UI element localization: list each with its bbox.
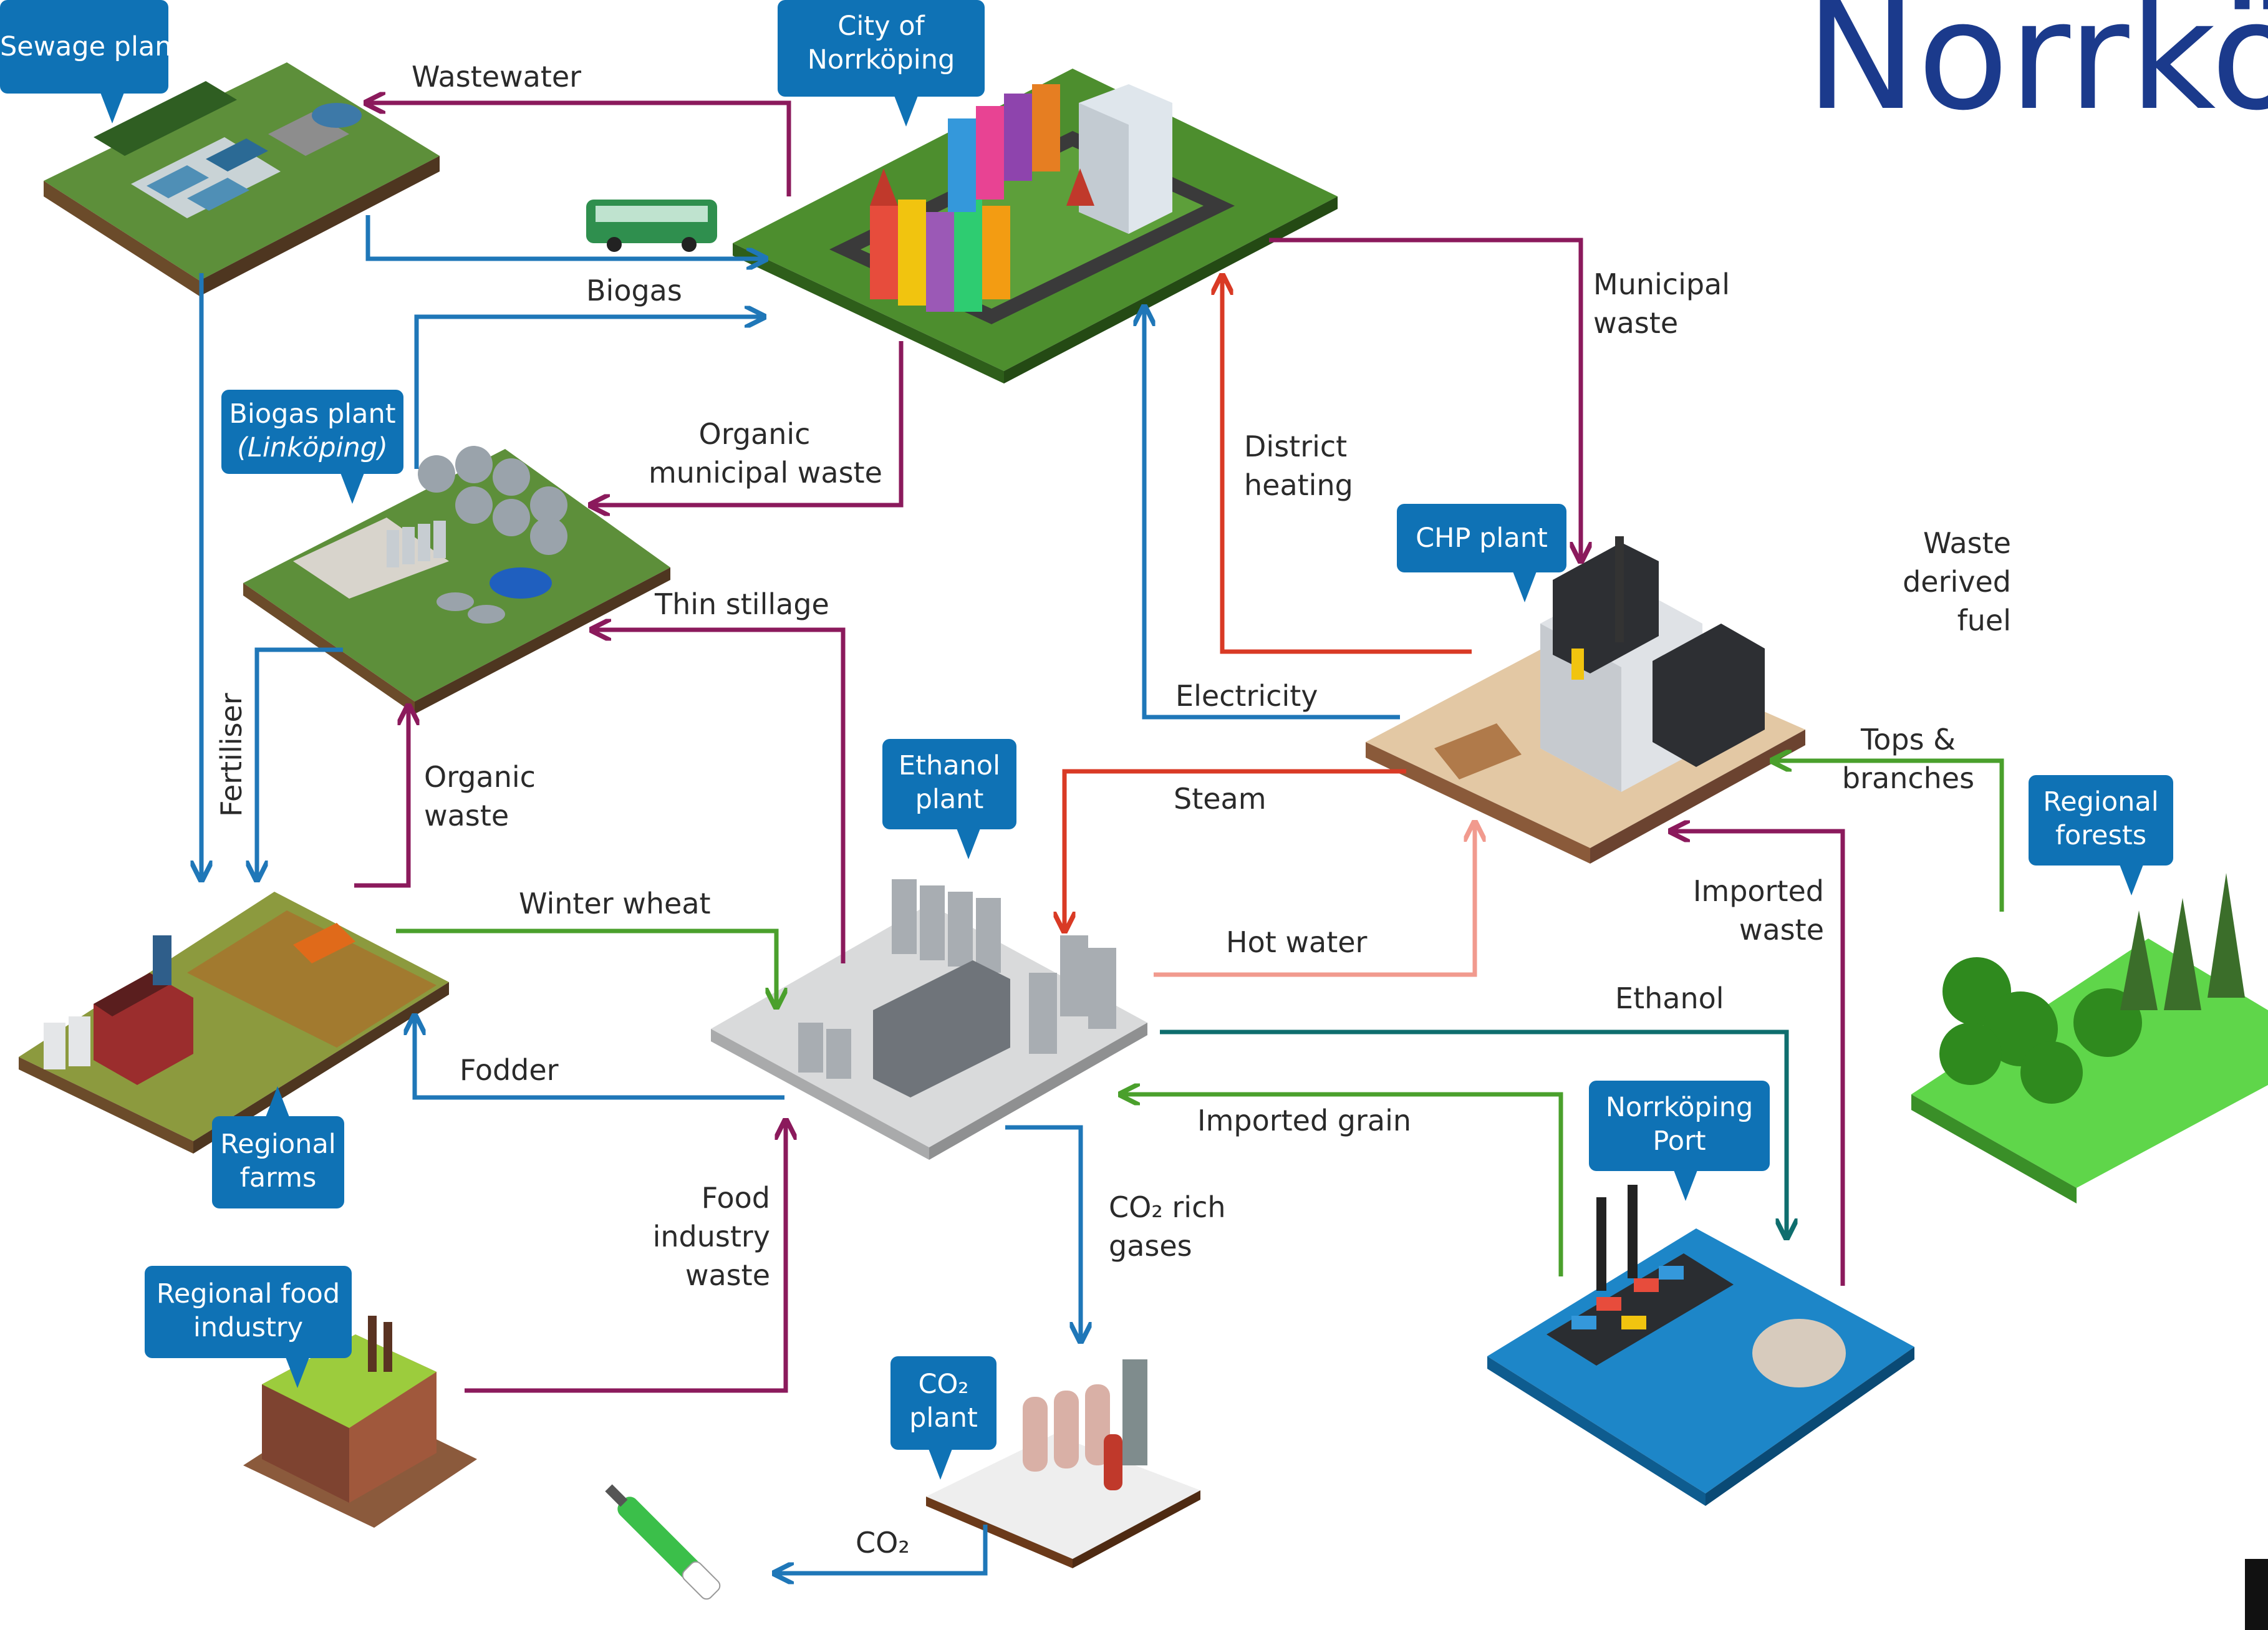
co2-plant-illustration bbox=[926, 1359, 1200, 1568]
flow-fodder bbox=[415, 1018, 784, 1100]
co2-bottle-illustration bbox=[605, 1484, 721, 1600]
label-district-heating: District heating bbox=[1244, 430, 1353, 502]
callout-ethanol-plant: Ethanol plant bbox=[882, 739, 1016, 859]
flow-electricity bbox=[1144, 309, 1400, 720]
label-municipal-waste: Municipal waste bbox=[1593, 268, 1730, 340]
sewage-plant-illustration bbox=[44, 62, 440, 296]
label-imported-grain: Imported grain bbox=[1197, 1104, 1412, 1137]
flow-thin-stillage bbox=[594, 630, 846, 963]
callout-chp-plant: CHP plant bbox=[1397, 504, 1566, 602]
label-hot-water: Hot water bbox=[1226, 925, 1368, 959]
callout-regional-farms: Regional farms bbox=[212, 1086, 344, 1208]
callout-sewage-plant: Sewage plant bbox=[0, 0, 182, 123]
flow-imported-waste bbox=[1672, 831, 1845, 1286]
flow-biogas bbox=[414, 317, 762, 469]
label-electricity: Electricity bbox=[1175, 679, 1318, 713]
flow-co2-rich-gases bbox=[1005, 1125, 1081, 1339]
city-illustration bbox=[733, 69, 1338, 383]
biogas-plant-illustration bbox=[243, 446, 670, 714]
callout-city: City of Norrköping bbox=[778, 0, 985, 127]
label-thin-stillage: Thin stillage bbox=[655, 587, 829, 621]
flow-co2 bbox=[776, 1525, 988, 1573]
label-organic-waste: Organic waste bbox=[424, 760, 536, 832]
flow-biogas-to-farms bbox=[257, 647, 343, 878]
label-co2-rich-gases: CO₂ rich gases bbox=[1109, 1190, 1226, 1263]
label-co2: CO₂ bbox=[856, 1526, 910, 1560]
page-title: Norrköp bbox=[1805, 0, 2268, 143]
flow-organic-municipal-waste bbox=[592, 341, 904, 505]
regional-farms-illustration bbox=[19, 892, 449, 1154]
bus-illustration bbox=[586, 200, 717, 252]
callout-co2-plant: CO₂ plant bbox=[890, 1356, 996, 1480]
label-biogas: Biogas bbox=[586, 274, 682, 307]
flow-ethanol bbox=[1160, 1030, 1787, 1236]
label-fertiliser: Fertiliser bbox=[215, 693, 248, 817]
flow-imported-grain bbox=[1122, 1094, 1563, 1276]
flow-winter-wheat bbox=[396, 928, 776, 1005]
callout-norrkoping-port: Norrköping Port bbox=[1589, 1081, 1770, 1201]
flow-wastewater bbox=[368, 103, 791, 196]
callout-regional-forests: Regional forests bbox=[2029, 775, 2173, 895]
chp-plant-illustration bbox=[1366, 536, 1805, 864]
label-waste-derived-fuel: Waste derived fuel bbox=[1903, 526, 2011, 637]
callout-biogas-plant: Biogas plant (Linköping) bbox=[221, 390, 403, 504]
flow-tops-branches bbox=[1774, 761, 2004, 912]
callout-food-industry: Regional food industry bbox=[145, 1266, 352, 1388]
flow-municipal-waste bbox=[1269, 238, 1581, 559]
label-ethanol: Ethanol bbox=[1615, 981, 1724, 1015]
edge-block bbox=[2245, 1559, 2268, 1630]
flow-hot-water bbox=[1154, 824, 1475, 977]
flow-steam bbox=[1064, 769, 1406, 929]
flow-food-industry-waste bbox=[465, 1122, 786, 1393]
label-winter-wheat: Winter wheat bbox=[519, 887, 711, 920]
label-tops-branches: Tops & branches bbox=[1841, 723, 1975, 795]
flow-organic-waste bbox=[354, 708, 408, 888]
label-wastewater: Wastewater bbox=[412, 60, 582, 94]
label-food-industry-waste: Food industry waste bbox=[652, 1181, 770, 1292]
label-steam: Steam bbox=[1174, 782, 1267, 816]
flow-district-heating bbox=[1222, 277, 1472, 654]
label-organic-municipal-waste: Organic municipal waste bbox=[649, 417, 882, 489]
ethanol-plant-illustration bbox=[711, 879, 1147, 1160]
flow-biogas-sewage bbox=[365, 215, 764, 259]
label-fodder: Fodder bbox=[460, 1053, 559, 1087]
regional-forests-illustration bbox=[1911, 873, 2268, 1203]
label-imported-waste: Imported waste bbox=[1692, 874, 1824, 947]
port-illustration bbox=[1487, 1185, 1914, 1506]
